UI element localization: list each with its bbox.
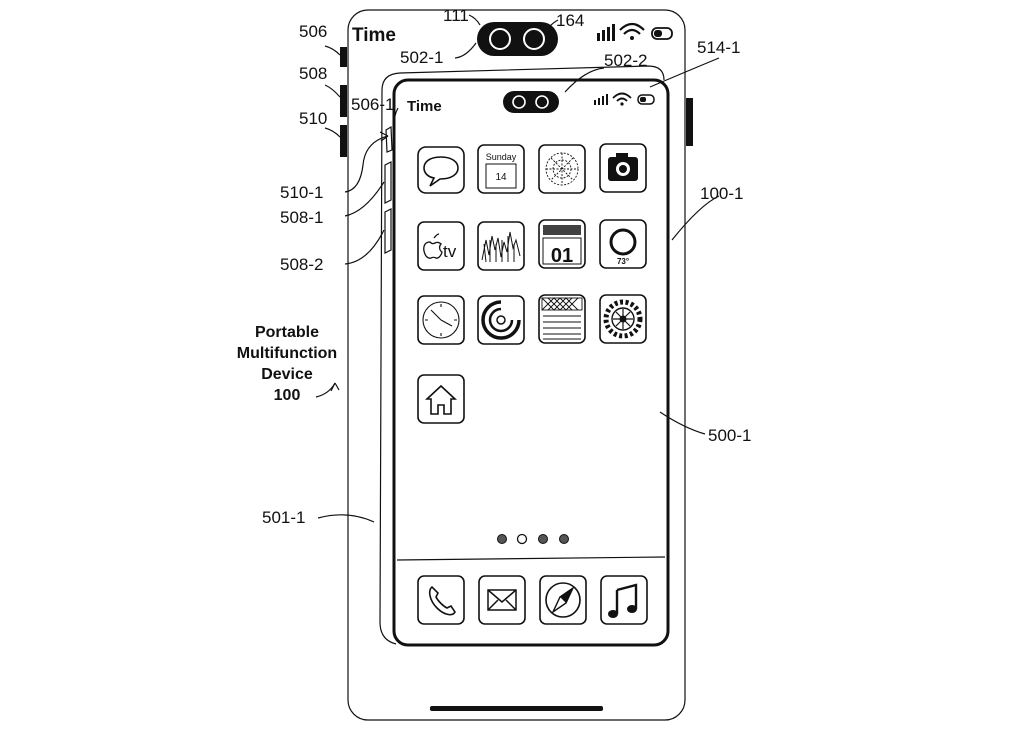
ring-weather-icon: 73° — [609, 228, 637, 266]
ref-510: 510 — [299, 109, 327, 128]
inner-side-button-508-2 — [384, 208, 392, 254]
inner-battery-icon — [637, 94, 655, 105]
svg-text:73°: 73° — [617, 257, 629, 266]
outer-side-button-508 — [340, 85, 347, 117]
svg-text:01: 01 — [551, 245, 573, 267]
page-dot-current[interactable] — [516, 533, 528, 545]
leader-lines — [315, 14, 720, 523]
page-dot[interactable] — [497, 534, 507, 544]
app-messages[interactable] — [417, 146, 465, 194]
app-photos[interactable] — [538, 144, 586, 194]
inner-status-time: Time — [407, 98, 442, 115]
camera-icon — [608, 153, 638, 181]
inner-camera-lens-right — [535, 95, 549, 109]
calendar-icon: Sunday 14 — [485, 152, 517, 189]
outer-camera-lens-left — [489, 28, 511, 50]
ref-100-1: 100-1 — [700, 184, 743, 203]
inner-device-screen-frame — [392, 78, 670, 647]
inner-camera-lens-left — [512, 95, 526, 109]
inner-wifi-icon — [612, 92, 632, 106]
outer-device-body — [347, 9, 686, 721]
phone-icon — [428, 585, 456, 616]
app-tv[interactable]: tv — [417, 221, 465, 271]
app-home[interactable] — [417, 374, 465, 424]
app-clock-widget[interactable]: 01 — [538, 219, 586, 269]
app-clock[interactable] — [417, 295, 465, 345]
caption-line-2: Multifunction — [237, 345, 337, 362]
app-camera[interactable] — [599, 143, 647, 193]
inner-device-left-edge — [379, 89, 397, 645]
ref-506: 506 — [299, 22, 327, 41]
outer-side-button-510 — [340, 125, 347, 157]
page-indicator-dots — [497, 533, 569, 545]
flip-clock-icon: 01 — [542, 225, 582, 267]
dock-phone[interactable] — [417, 575, 465, 625]
caption-line-4: 100 — [274, 387, 301, 404]
gear-icon — [603, 299, 643, 339]
ref-502-2: 502-2 — [604, 51, 647, 70]
stocks-chart-icon — [481, 231, 521, 263]
inner-signal-icon — [594, 94, 608, 105]
activity-rings-icon — [481, 300, 521, 340]
outer-power-button — [686, 98, 693, 146]
dock-mail[interactable] — [478, 575, 526, 625]
flower-icon — [545, 152, 579, 186]
page-dot[interactable] — [538, 534, 548, 544]
app-notes[interactable] — [538, 294, 586, 344]
caption-line-1: Portable — [255, 324, 319, 341]
ref-500-1: 500-1 — [708, 426, 751, 445]
dock-divider — [396, 556, 666, 561]
house-icon — [424, 384, 458, 415]
compass-icon — [545, 582, 581, 618]
music-note-icon — [608, 583, 638, 618]
outer-status-time: Time — [352, 25, 396, 46]
app-weather[interactable]: 73° — [599, 219, 647, 269]
notes-icon — [541, 297, 583, 340]
dock-safari[interactable] — [539, 575, 587, 625]
ref-508: 508 — [299, 64, 327, 83]
outer-side-button-506 — [340, 47, 347, 67]
inner-camera-pill — [503, 91, 559, 113]
ref-502-1: 502-1 — [400, 48, 443, 67]
app-stocks[interactable] — [477, 221, 525, 271]
ref-164: 164 — [556, 11, 584, 30]
outer-camera-lens-right — [523, 28, 545, 50]
inner-device-back-edge — [381, 65, 665, 91]
outer-signal-icon — [597, 24, 615, 41]
app-fitness[interactable] — [477, 295, 525, 345]
outer-battery-icon — [651, 27, 673, 40]
ref-506-1: 506-1 — [351, 95, 394, 114]
ref-514-1: 514-1 — [697, 38, 740, 57]
outer-home-indicator — [430, 706, 603, 711]
speech-bubble-icon — [423, 156, 459, 187]
ref-508-1: 508-1 — [280, 208, 323, 227]
inner-side-button-510-1 — [385, 125, 393, 153]
inner-side-button-508-1 — [384, 161, 392, 204]
outer-wifi-icon — [619, 22, 645, 40]
app-settings[interactable] — [599, 294, 647, 344]
svg-text:tv: tv — [443, 242, 457, 261]
dock-music[interactable] — [600, 575, 648, 625]
analog-clock-icon — [422, 301, 460, 339]
ref-510-1: 510-1 — [280, 183, 323, 202]
ref-501-1: 501-1 — [262, 508, 305, 527]
ref-111: 111 — [443, 6, 469, 25]
caption-line-3: Device — [261, 366, 313, 383]
app-calendar[interactable]: Sunday 14 — [477, 144, 525, 194]
envelope-icon — [487, 589, 517, 611]
page-dot[interactable] — [559, 534, 569, 544]
ref-508-2: 508-2 — [280, 255, 323, 274]
svg-text:14: 14 — [495, 172, 507, 183]
apple-tv-icon: tv — [423, 233, 457, 261]
svg-text:Sunday: Sunday — [486, 152, 517, 162]
